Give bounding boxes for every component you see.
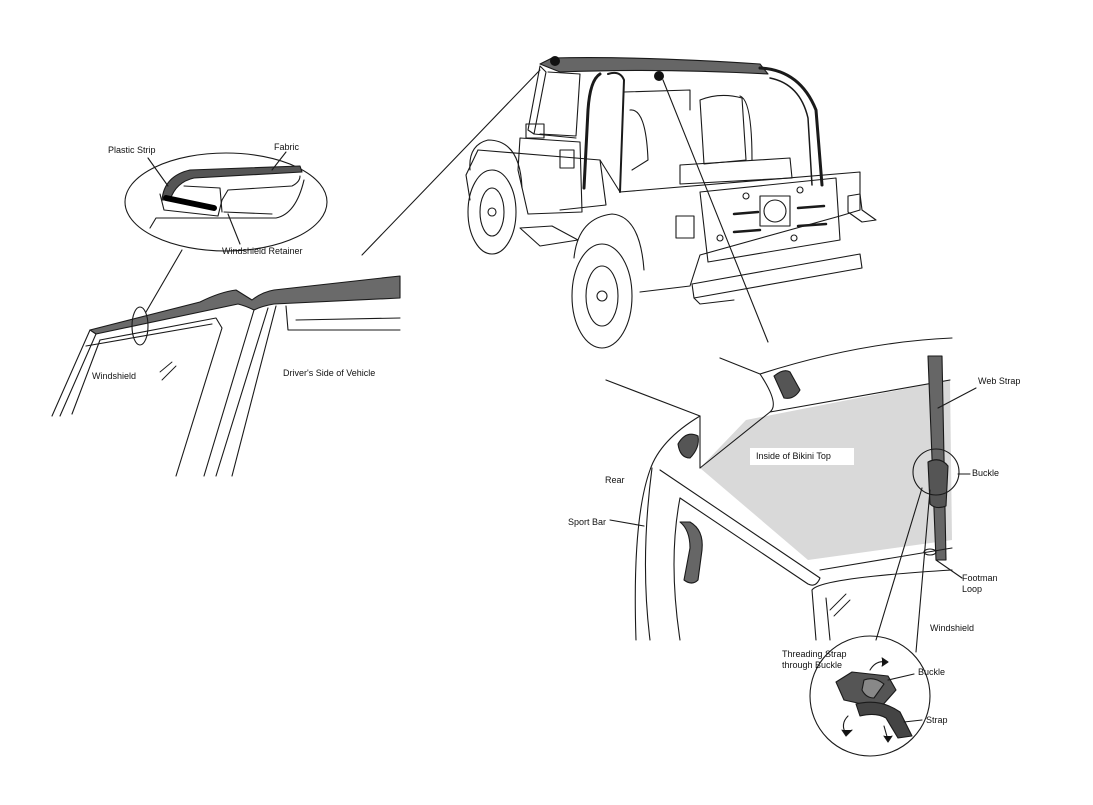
- label-buckle-top: Buckle: [972, 468, 1000, 478]
- strap-buckle: [927, 459, 949, 509]
- label-windshield-right: Windshield: [930, 623, 975, 633]
- label-drivers-side: Driver's Side of Vehicle: [283, 368, 376, 378]
- label-threading-strap: Threading Strap through Buckle: [782, 649, 847, 670]
- label-sport-bar: Sport Bar: [568, 517, 607, 527]
- jeep-illustration: [361, 56, 877, 349]
- fabric-band: [161, 165, 303, 201]
- windshield-view-drivers-side: [51, 275, 401, 477]
- label-strap: Strap: [926, 715, 948, 725]
- label-buckle-bottom: Buckle: [918, 667, 946, 677]
- footman-loop: [923, 548, 937, 556]
- fabric-over-windshield: [89, 275, 401, 335]
- label-fabric: Fabric: [274, 142, 300, 152]
- strap-installation-detail: [605, 337, 977, 653]
- zoom-callout-ellipse: [131, 306, 149, 346]
- rear-attachment-dot: [654, 71, 664, 81]
- leader-jeep-to-strap-detail: [662, 79, 769, 343]
- label-plastic-strip: Plastic Strip: [108, 145, 156, 155]
- buckle-callout-circle: [912, 448, 960, 496]
- label-web-strap: Web Strap: [978, 376, 1021, 386]
- label-windshield-retainer: Windshield Retainer: [222, 246, 303, 256]
- sport-bar-shape: [605, 379, 701, 641]
- bikini-top-inside-panel: [700, 380, 952, 560]
- retainer-outline: [149, 175, 305, 229]
- threading-callout-circle: [809, 635, 931, 757]
- threading-strap-shape: [855, 701, 913, 739]
- front-wheel: [467, 169, 517, 255]
- front-attachment-dot: [550, 56, 560, 66]
- bikini-top-fabric: [539, 57, 769, 75]
- cross-section-callout-ellipse: [124, 152, 328, 252]
- windshield-retainer-cross-section: [124, 151, 328, 313]
- label-rear: Rear: [605, 475, 625, 485]
- leader-jeep-to-windshield-detail: [361, 69, 541, 256]
- label-inside-bikini-top: Inside of Bikini Top: [750, 448, 854, 465]
- rear-wheel: [571, 243, 633, 349]
- label-windshield-left: Windshield: [92, 371, 137, 381]
- label-footman-loop: Footman Loop: [962, 573, 998, 594]
- plastic-strip-shape: [163, 195, 217, 211]
- threading-strap-inset: [809, 635, 931, 757]
